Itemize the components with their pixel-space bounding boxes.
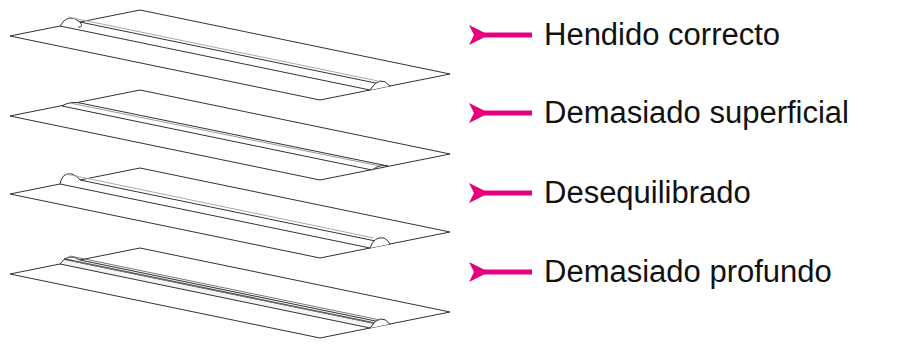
pointer-arrow: [484, 191, 532, 196]
sheet-shallow: [10, 90, 450, 180]
sheet-too-deep: [10, 248, 450, 338]
sheet-unbalanced: [10, 168, 450, 258]
crease-label: Demasiado profundo: [544, 254, 832, 290]
pointer-arrow: [484, 33, 532, 38]
crease-label: Hendido correcto: [544, 17, 780, 53]
pointer-arrow: [484, 111, 532, 116]
sheet-correct: [10, 10, 450, 100]
crease-label: Desequilibrado: [544, 175, 751, 211]
crease-label: Demasiado superficial: [544, 95, 849, 131]
pointer-arrow: [484, 270, 532, 275]
